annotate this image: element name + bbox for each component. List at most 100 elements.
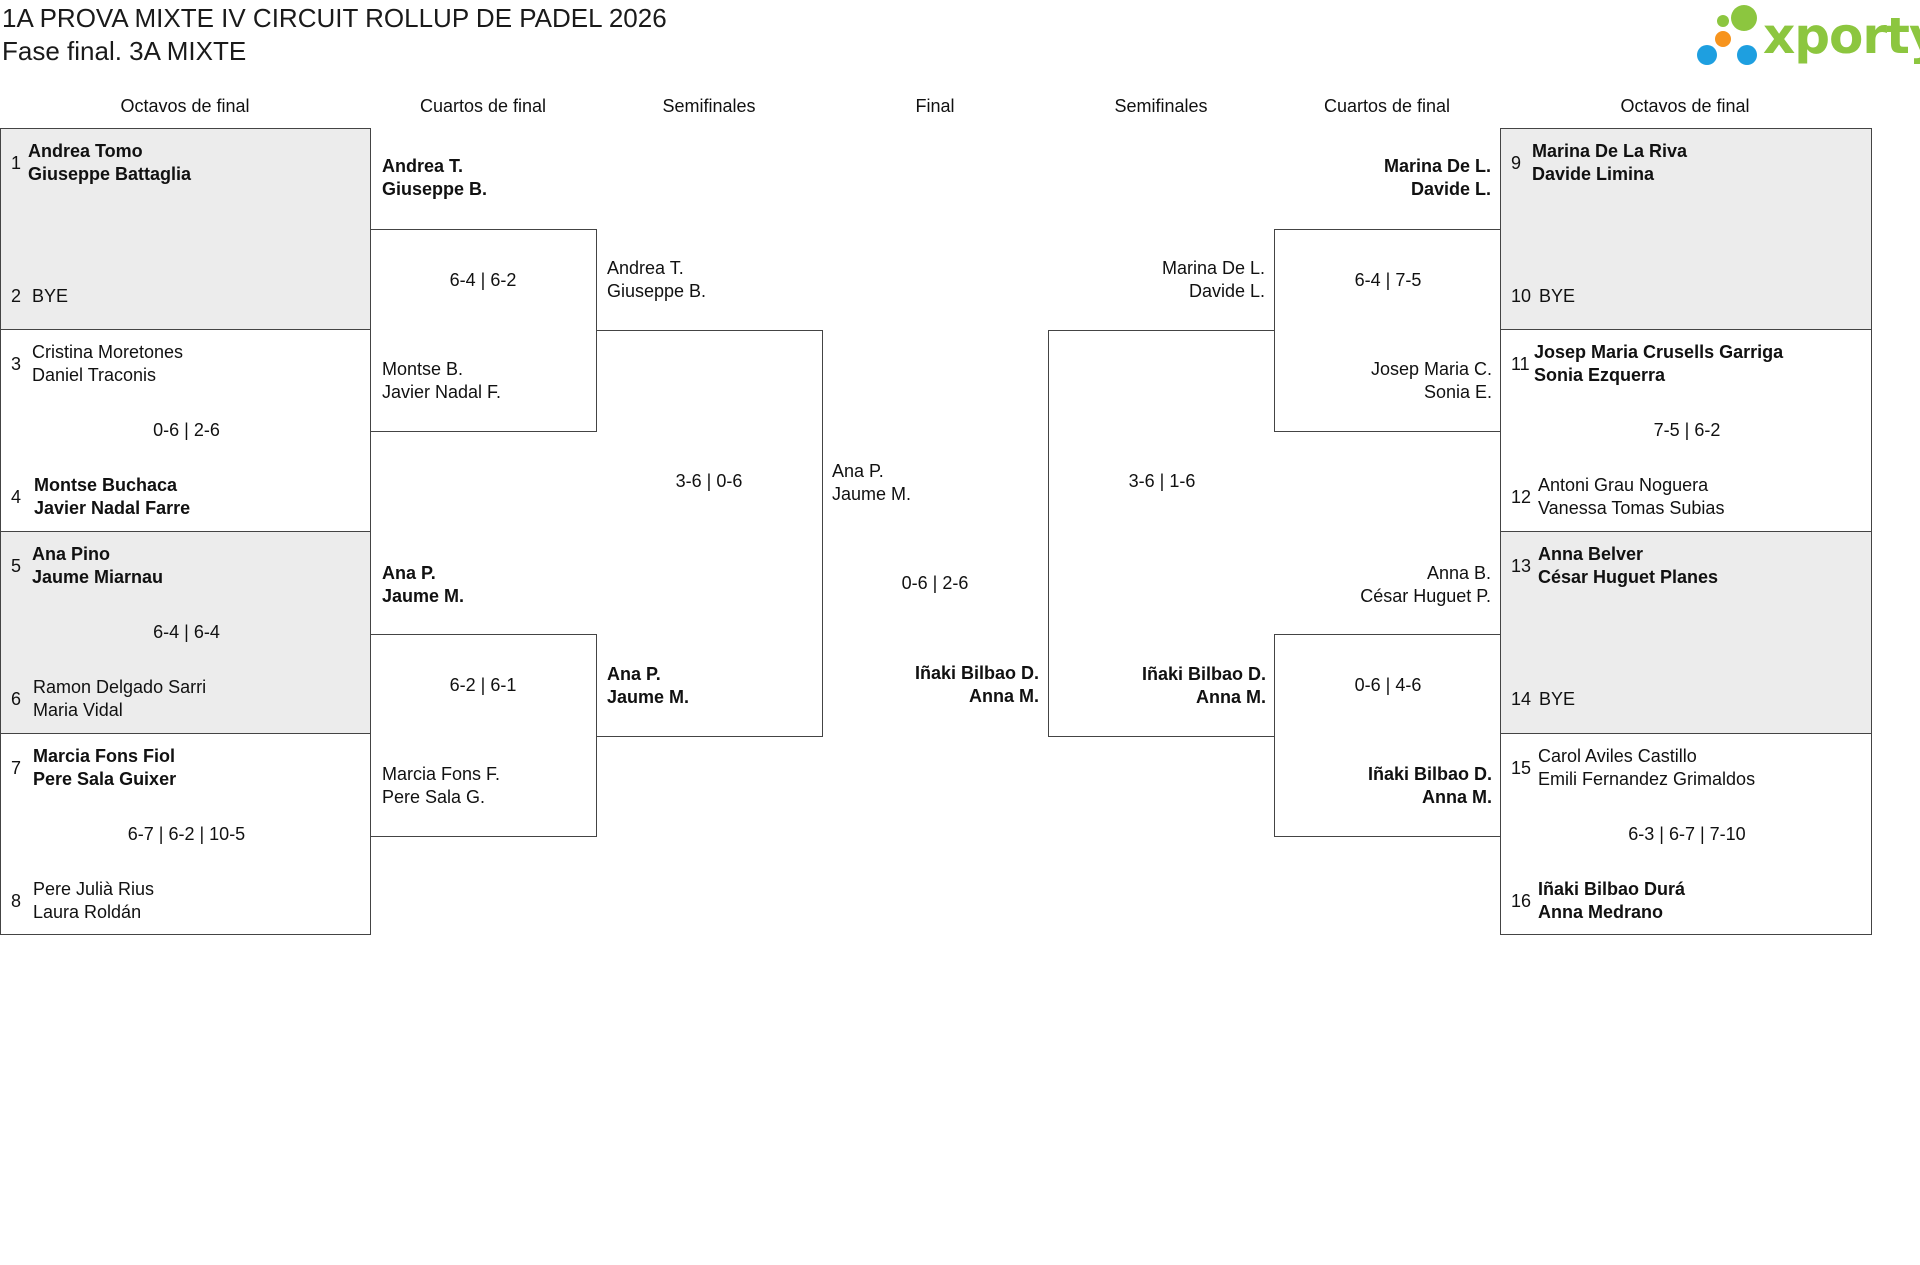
player-name: Pere Julià Rius — [33, 879, 155, 899]
player-name: Davide L. — [1410, 179, 1491, 199]
match-score: 6-4 | 6-2 — [449, 270, 517, 290]
team-name: Marina De La Riva Davide Limina — [1532, 140, 1687, 186]
match-left-r16-3[interactable]: 5 Ana Pino Jaume Miarnau 6-4 | 6-4 6 Ram… — [0, 531, 371, 734]
team-name: Montse Buchaca Javier Nadal Farre — [34, 474, 190, 520]
match-right-r16-1[interactable]: 9 Marina De La Riva Davide Limina 10 BYE — [1500, 128, 1872, 330]
team-name: Iñaki Bilbao Durá Anna Medrano — [1538, 878, 1685, 924]
seed: 13 — [1511, 556, 1532, 576]
header-left-r16: Octavos de final — [120, 96, 250, 116]
match-right-sf[interactable]: 3-6 | 1-6 Iñaki Bilbao D. Anna M. — [1048, 330, 1275, 737]
match-right-qf-2[interactable]: 0-6 | 4-6 Iñaki Bilbao D. Anna M. — [1274, 634, 1501, 837]
player-name: Sonia Ezquerra — [1534, 365, 1666, 385]
right-qf2-team2: Iñaki Bilbao D. Anna M. — [1275, 763, 1492, 809]
match-right-r16-2[interactable]: 11 Josep Maria Crusells Garriga Sonia Ez… — [1500, 329, 1872, 532]
match-right-r16-4[interactable]: 15 Carol Aviles Castillo Emili Fernandez… — [1500, 733, 1872, 935]
tournament-title: 1A PROVA MIXTE IV CIRCUIT ROLLUP DE PADE… — [2, 3, 667, 33]
player-name: Andrea T. — [607, 258, 684, 278]
phase-subtitle: Fase final. 3A MIXTE — [2, 36, 247, 66]
match-score: 6-4 | 7-5 — [1354, 270, 1422, 290]
player-name: Andrea T. — [382, 156, 464, 176]
seed: 10 — [1511, 286, 1532, 306]
match-score: 3-6 | 0-6 — [675, 471, 743, 491]
seed: 16 — [1511, 891, 1532, 911]
player-name: Sonia E. — [1423, 382, 1492, 402]
player-name: Antoni Grau Noguera — [1538, 475, 1709, 495]
team-name: Andrea Tomo Giuseppe Battaglia — [28, 140, 191, 186]
player-name: Cristina Moretones — [32, 342, 184, 362]
player-name: Iñaki Bilbao D. — [914, 663, 1039, 683]
logo-text: xporty — [1763, 7, 1920, 65]
header-left-qf: Cuartos de final — [419, 96, 547, 116]
final-score: 0-6 | 2-6 — [901, 573, 969, 593]
team-name: Antoni Grau Noguera Vanessa Tomas Subias — [1538, 474, 1724, 520]
player-name: Andrea Tomo — [28, 141, 143, 161]
seed: 3 — [11, 354, 22, 374]
logo-dot-blue — [1697, 45, 1717, 65]
match-score: 7-5 | 6-2 — [1653, 420, 1721, 440]
left-qf2-team2: Marcia Fons F. Pere Sala G. — [382, 763, 500, 809]
player-name: Pere Sala Guixer — [33, 769, 177, 789]
team-name: Carol Aviles Castillo Emili Fernandez Gr… — [1538, 745, 1755, 791]
player-name: Anna M. — [1196, 687, 1266, 707]
player-name: Davide Limina — [1532, 164, 1655, 184]
player-name: Carol Aviles Castillo — [1538, 746, 1697, 766]
player-name: Daniel Traconis — [32, 365, 157, 385]
right-qf1-team1: Marina De L. Davide L. — [1274, 155, 1491, 201]
team-name: Marcia Fons Fiol Pere Sala Guixer — [33, 745, 176, 791]
match-left-r16-4[interactable]: 7 Marcia Fons Fiol Pere Sala Guixer 6-7 … — [0, 733, 371, 935]
team-name: Ana Pino Jaume Miarnau — [32, 543, 163, 589]
logo-dot-green-small — [1717, 15, 1729, 27]
player-name: Ana P. — [832, 461, 884, 481]
bye-label: BYE — [1539, 286, 1576, 306]
player-name: Marina De L. — [1383, 156, 1491, 176]
seed: 14 — [1511, 689, 1532, 709]
player-name: Anna Medrano — [1538, 902, 1664, 922]
player-name: Iñaki Bilbao D. — [1367, 764, 1492, 784]
player-name: Maria Vidal — [33, 700, 123, 720]
player-name: Anna M. — [969, 686, 1039, 706]
player-name: Vanessa Tomas Subias — [1538, 498, 1725, 518]
player-name: Laura Roldán — [33, 902, 142, 922]
match-left-r16-2[interactable]: 3 Cristina Moretones Daniel Traconis 0-6… — [0, 329, 371, 532]
player-name: Ramon Delgado Sarri — [33, 677, 207, 697]
match-right-qf-1[interactable]: 6-4 | 7-5 Josep Maria C. Sonia E. — [1274, 229, 1501, 432]
left-sf-team1: Andrea T. Giuseppe B. — [607, 257, 706, 303]
player-name: Iñaki Bilbao D. — [1141, 664, 1266, 684]
seed: 6 — [11, 689, 22, 709]
player-name: Javier Nadal F. — [382, 382, 502, 402]
seed: 4 — [11, 487, 22, 507]
player-name: Davide L. — [1188, 281, 1265, 301]
player-name: Pere Sala G. — [382, 787, 486, 807]
player-name: Emili Fernandez Grimaldos — [1538, 769, 1756, 789]
match-left-r16-1[interactable]: 1 Andrea Tomo Giuseppe Battaglia 2 BYE — [0, 128, 371, 330]
seed: 8 — [11, 891, 22, 911]
logo-dot-green — [1731, 5, 1757, 31]
right-sf-team1: Marina De L. Davide L. — [1048, 257, 1265, 303]
player-name: Marina De La Riva — [1532, 141, 1688, 161]
logo-dot-orange — [1715, 31, 1731, 47]
seed: 1 — [11, 153, 22, 173]
match-score: 6-2 | 6-1 — [449, 675, 517, 695]
match-right-r16-3[interactable]: 13 Anna Belver César Huguet Planes 14 BY… — [1500, 531, 1872, 734]
match-left-qf-2[interactable]: 6-2 | 6-1 Marcia Fons F. Pere Sala G. — [370, 634, 597, 837]
player-name: Giuseppe Battaglia — [28, 164, 192, 184]
player-name: Jaume M. — [832, 484, 912, 504]
player-name: Giuseppe B. — [382, 179, 488, 199]
player-name: Montse Buchaca — [34, 475, 178, 495]
player-name: Marcia Fons F. — [382, 764, 501, 784]
bye-label: BYE — [1539, 689, 1576, 709]
player-name: Iñaki Bilbao Durá — [1538, 879, 1686, 899]
right-qf1-team2: Josep Maria C. Sonia E. — [1275, 358, 1492, 404]
match-score: 6-4 | 6-4 — [153, 622, 220, 642]
seed: 9 — [1511, 153, 1522, 173]
match-score: 6-7 | 6-2 | 10-5 — [127, 824, 246, 844]
bye-label: BYE — [32, 286, 69, 306]
match-left-qf-1[interactable]: 6-4 | 6-2 Montse B. Javier Nadal F. — [370, 229, 597, 432]
team-name: Anna Belver César Huguet Planes — [1538, 543, 1718, 589]
match-left-sf[interactable]: 3-6 | 0-6 Ana P. Jaume M. — [596, 330, 823, 737]
seed: 11 — [1511, 354, 1530, 374]
header-final: Final — [915, 96, 955, 116]
header-right-sf: Semifinales — [1114, 96, 1208, 116]
xporty-logo[interactable]: xporty — [1695, 5, 1920, 73]
header-left-sf: Semifinales — [662, 96, 756, 116]
